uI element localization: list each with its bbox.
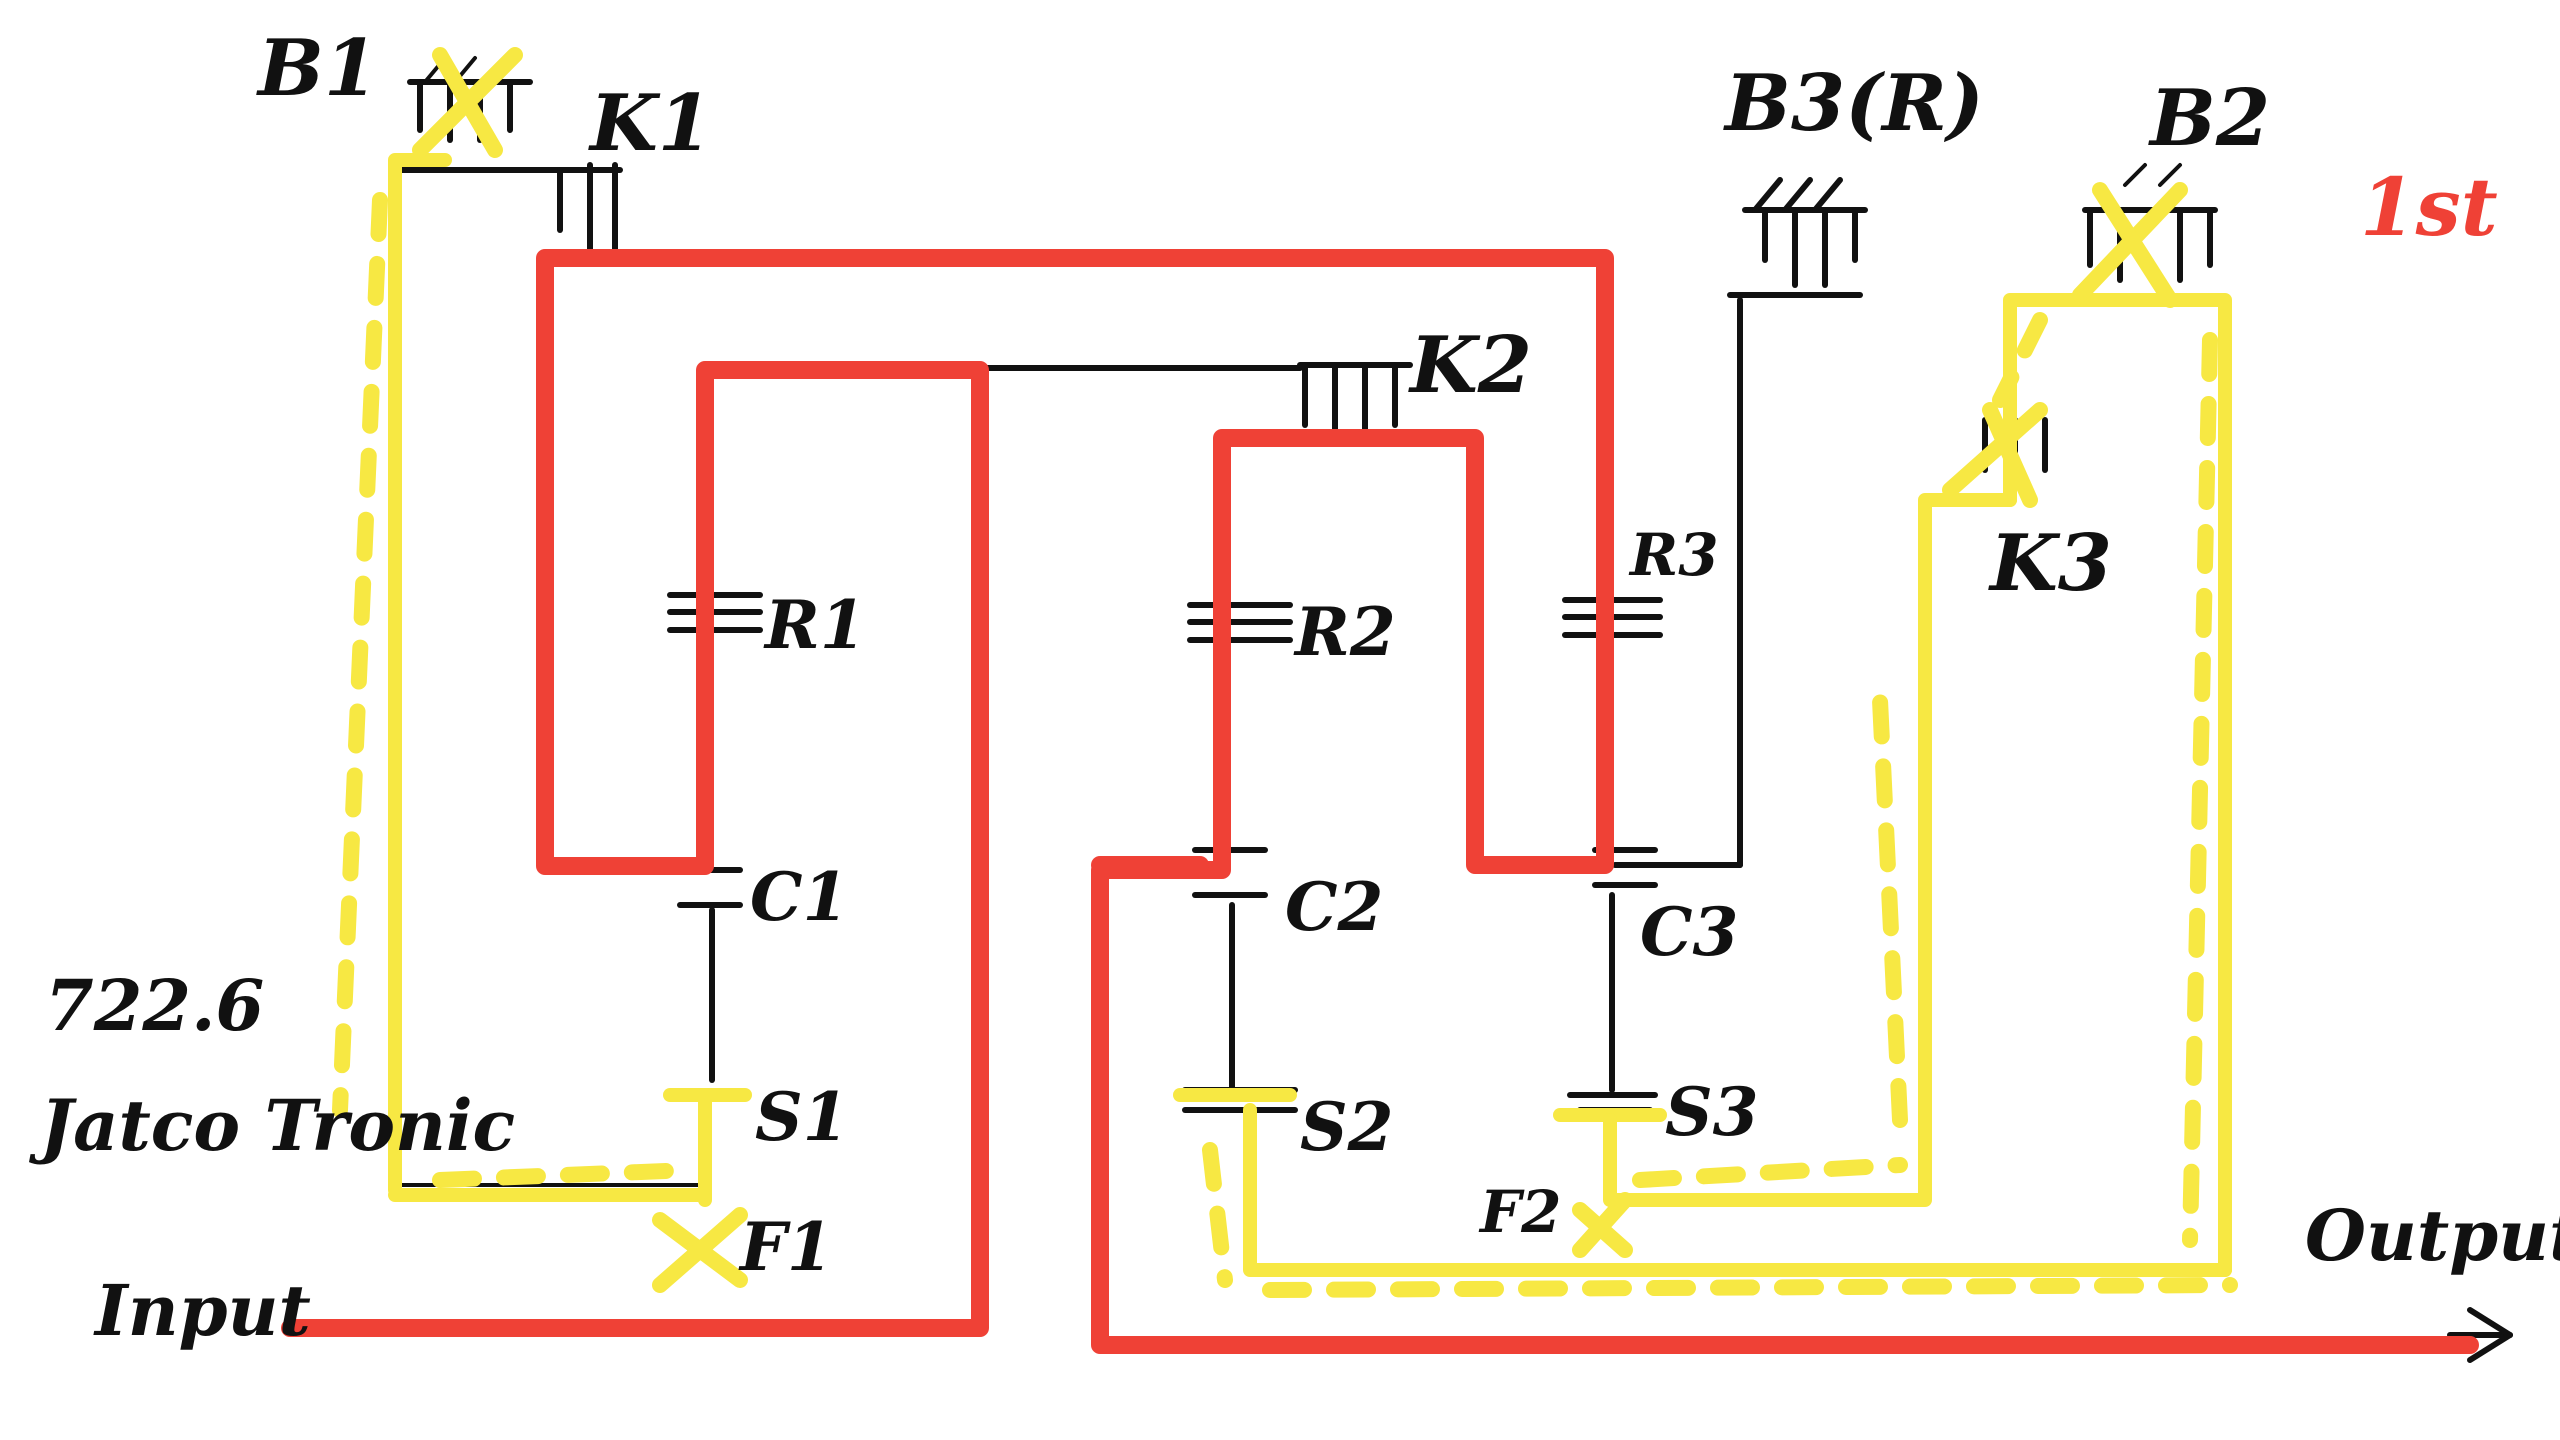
label-input: Input	[93, 1269, 311, 1352]
label-f2: F2	[1478, 1178, 1562, 1246]
label-b3: B3(R)	[1723, 58, 1984, 149]
label-r3: R3	[1628, 521, 1719, 589]
reaction-path	[332, 47, 2238, 1298]
label-c3: C3	[1640, 893, 1738, 971]
label-k1: K1	[588, 78, 712, 169]
label-s2: S2	[1300, 1088, 1394, 1166]
label-c2: C2	[1285, 868, 1383, 946]
label-r2: R2	[1293, 593, 1396, 671]
label-gear: 1st	[2360, 160, 2498, 254]
label-k2: K2	[1408, 320, 1532, 411]
label-b1: B1	[256, 23, 378, 114]
label-s1: S1	[755, 1078, 849, 1156]
labels: B1 K1 B3(R) B2 1st K2 K3 R1 R2 R3 C1 C2 …	[29, 23, 2560, 1352]
label-s3: S3	[1665, 1073, 1759, 1151]
label-brand: Jatco Tronic	[29, 1084, 515, 1167]
label-c1: C1	[750, 858, 848, 936]
label-b2: B2	[2148, 73, 2270, 164]
label-r1: R1	[763, 586, 866, 664]
label-model: 722.6	[45, 964, 264, 1047]
label-k3: K3	[1988, 518, 2112, 609]
label-f1: F1	[738, 1208, 833, 1286]
power-path	[281, 249, 2479, 1354]
label-output: Output	[2305, 1194, 2560, 1277]
